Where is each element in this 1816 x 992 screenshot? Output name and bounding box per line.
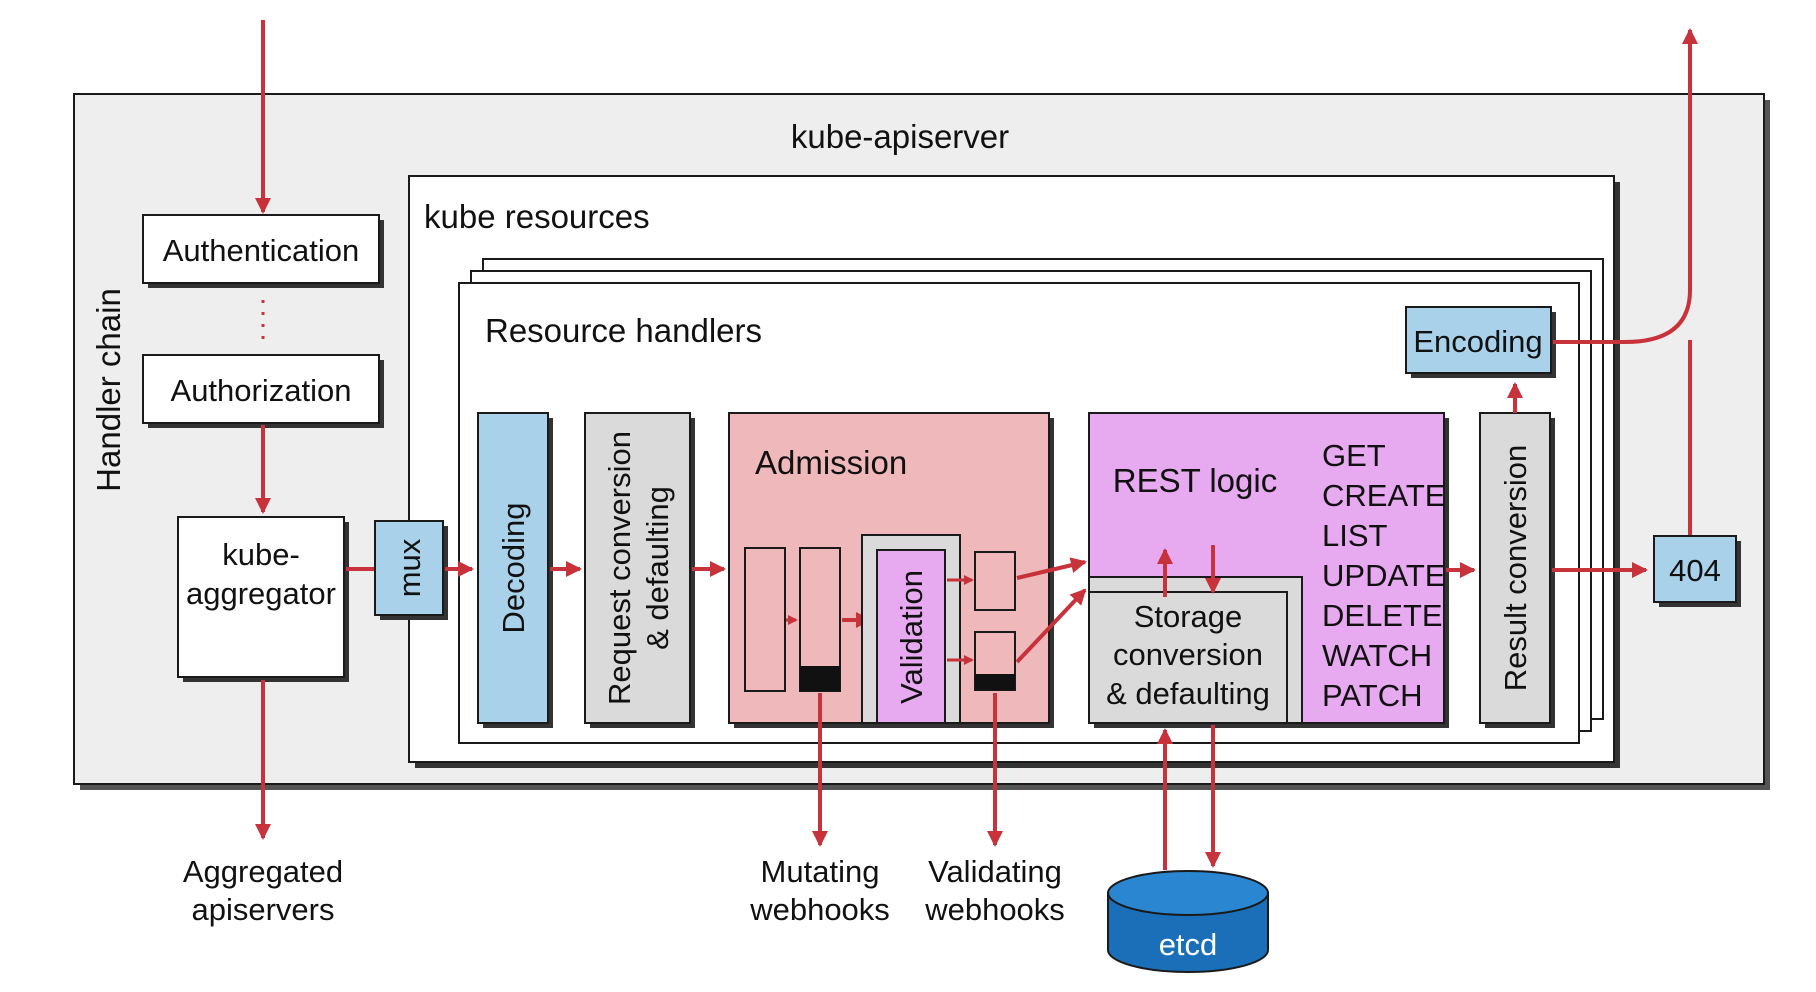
- verb-create: CREATE: [1322, 478, 1445, 513]
- request-conversion-line2: & defaulting: [640, 486, 675, 650]
- admission-label: Admission: [755, 444, 907, 481]
- mutating-webhooks-line2: webhooks: [749, 892, 890, 927]
- verb-update: UPDATE: [1322, 558, 1445, 593]
- validating-plugin-1: [974, 551, 1016, 611]
- not-found-label: 404: [1669, 553, 1721, 588]
- validation-box: [876, 549, 946, 724]
- etcd-label: etcd: [1159, 927, 1218, 962]
- authentication-box: [142, 214, 380, 284]
- request-conversion-box: [584, 412, 691, 724]
- aggregator-box: [177, 516, 345, 678]
- encoding-output-arrow: [1553, 28, 1698, 344]
- validating-plugin-2-dark: [975, 674, 1015, 690]
- validation-label: Validation: [894, 570, 929, 704]
- result-conversion-label: Result conversion: [1498, 445, 1533, 691]
- storage-label-line3: & defaulting: [1106, 676, 1270, 711]
- verb-get: GET: [1322, 438, 1386, 473]
- mux-box: [374, 520, 444, 616]
- authentication-label: Authentication: [163, 233, 359, 268]
- authorization-label: Authorization: [171, 373, 352, 408]
- etcd-cylinder: etcd: [1107, 870, 1269, 973]
- kube-resources-label: kube resources: [424, 198, 650, 235]
- validating-plugin-2-to-rest-arrow: [1015, 588, 1087, 664]
- resource-handlers-label: Resource handlers: [485, 312, 762, 349]
- verb-patch: PATCH: [1322, 678, 1422, 713]
- encoding-label: Encoding: [1413, 324, 1542, 359]
- result-conversion-box: [1479, 412, 1551, 724]
- storage-label-line2: conversion: [1113, 637, 1263, 672]
- storage-label-line1: Storage: [1134, 599, 1243, 634]
- mutating-plugin-1: [744, 547, 786, 692]
- decoding-box: [477, 412, 549, 724]
- mux-label: mux: [392, 538, 427, 597]
- verb-list: LIST: [1322, 518, 1388, 553]
- aggregator-label-line1: kube-: [222, 537, 300, 572]
- aggregator-label-line2: aggregator: [186, 576, 336, 611]
- verb-delete: DELETE: [1322, 598, 1443, 633]
- verb-watch: WATCH: [1322, 638, 1432, 673]
- not-found-box: [1653, 535, 1737, 603]
- mutating-webhooks-line1: Mutating: [761, 854, 880, 889]
- aggregated-apiservers-line1: Aggregated: [183, 854, 343, 889]
- authorization-box: [142, 354, 380, 424]
- decoding-label: Decoding: [496, 503, 531, 634]
- encoding-box: [1405, 306, 1552, 374]
- storage-box: [1088, 591, 1288, 724]
- handler-chain-label: Handler chain: [90, 288, 127, 492]
- apiserver-title: kube-apiserver: [791, 118, 1009, 155]
- mutating-plugin-2-dark: [800, 666, 840, 691]
- verbs-list: GET CREATE LIST UPDATE DELETE WATCH PATC…: [1322, 438, 1445, 713]
- rest-logic-label: REST logic: [1113, 462, 1277, 499]
- validating-webhooks-line2: webhooks: [924, 892, 1065, 927]
- validating-webhooks-line1: Validating: [928, 854, 1062, 889]
- aggregated-apiservers-line2: apiservers: [192, 892, 335, 927]
- validating-plugin-1-to-rest-arrow: [1016, 557, 1087, 580]
- request-conversion-line1: Request conversion: [602, 431, 637, 705]
